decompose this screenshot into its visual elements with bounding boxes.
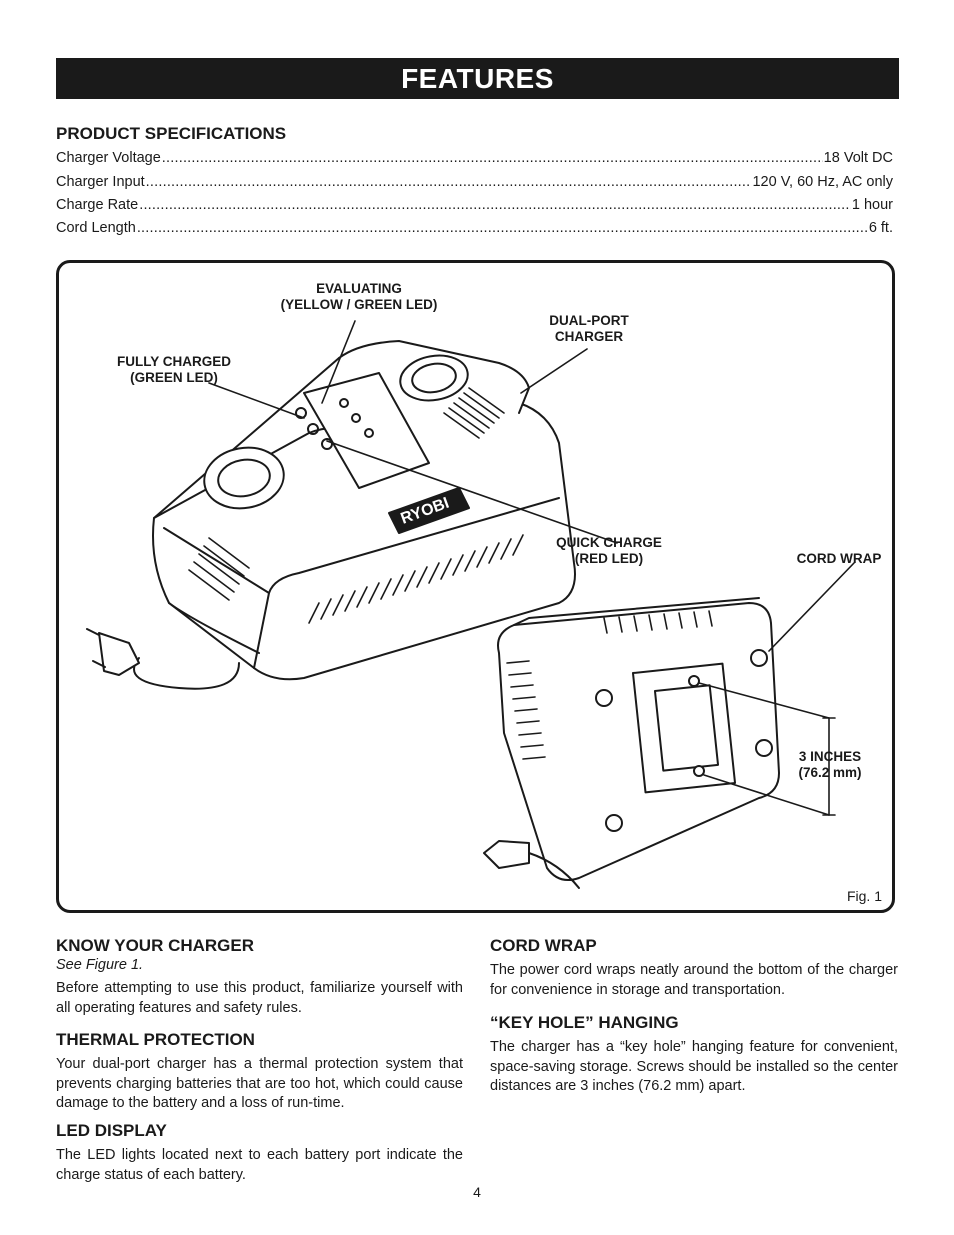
spec-row: Cord Length 6 ft. [56, 220, 893, 240]
figure-caption: Fig. 1 [846, 888, 882, 904]
leader-dual-port [520, 348, 588, 394]
spec-value: 6 ft. [868, 220, 893, 236]
callout-cord-wrap: CORD WRAP [794, 551, 884, 567]
leader-fully-charged [208, 382, 305, 419]
spec-value: 18 Volt DC [823, 150, 893, 166]
leader-evaluating [321, 320, 356, 404]
led-display-heading: LED DISPLAY [56, 1121, 167, 1140]
callout-line: DUAL-PORT [549, 313, 629, 328]
callout-line: 3 INCHES [798, 749, 862, 764]
charger-back-view [483, 597, 780, 889]
leader-keyhole-bottom [703, 774, 830, 816]
dot-leader [146, 174, 752, 190]
page-number: 4 [473, 1184, 481, 1200]
see-figure-note: See Figure 1. [56, 957, 144, 973]
figure-1: RYOBI [56, 260, 895, 913]
spec-row: Charger Voltage 18 Volt DC [56, 150, 893, 170]
spec-label: Charger Input [56, 174, 145, 190]
callout-line: (YELLOW / GREEN LED) [280, 297, 438, 312]
know-your-charger-heading: KNOW YOUR CHARGER [56, 936, 255, 955]
callout-line: FULLY CHARGED [116, 354, 231, 369]
callout-dual-port-charger: DUAL-PORT CHARGER [539, 313, 639, 345]
dot-leader [139, 197, 851, 213]
callout-fully-charged: FULLY CHARGED (GREEN LED) [114, 354, 234, 386]
cord-wrap-heading: CORD WRAP [490, 936, 597, 955]
callout-line: (GREEN LED) [130, 370, 218, 385]
led-display-text: The LED lights located next to each batt… [56, 1147, 463, 1183]
charger-illustration: RYOBI [86, 320, 855, 889]
spec-row: Charger Input 120 V, 60 Hz, AC only [56, 174, 893, 194]
leader-quick-charge [326, 440, 618, 544]
dot-leader [162, 150, 823, 166]
key-hole-hanging-text: The charger has a “key hole” hanging fea… [490, 1039, 898, 1094]
dual-port-charger-front-view: RYOBI [86, 340, 576, 690]
leader-cord-wrap [768, 562, 855, 652]
leader-keyhole-top [698, 682, 830, 719]
spec-label: Cord Length [56, 220, 136, 236]
spec-value: 1 hour [851, 197, 893, 213]
know-your-charger-text: Before attempting to use this product, f… [56, 980, 463, 1016]
dot-leader [137, 220, 868, 236]
callout-quick-charge: QUICK CHARGE (RED LED) [549, 535, 669, 567]
callout-evaluating: EVALUATING (YELLOW / GREEN LED) [269, 281, 449, 313]
spec-label: Charger Voltage [56, 150, 161, 166]
callout-line: CORD WRAP [796, 551, 882, 566]
spec-row: Charge Rate 1 hour [56, 197, 893, 217]
key-hole-hanging-heading: “KEY HOLE” HANGING [490, 1013, 679, 1032]
callout-line: (RED LED) [574, 551, 644, 566]
callout-line: CHARGER [554, 329, 624, 344]
callout-line: EVALUATING [316, 281, 402, 296]
specifications-heading: PRODUCT SPECIFICATIONS [56, 124, 287, 143]
callout-line: QUICK CHARGE [556, 535, 662, 550]
thermal-protection-heading: THERMAL PROTECTION [56, 1030, 255, 1049]
page-title: FEATURES [56, 58, 899, 99]
spec-label: Charge Rate [56, 197, 139, 213]
thermal-protection-text: Your dual-port charger has a thermal pro… [56, 1056, 463, 1111]
callout-line: (76.2 mm) [798, 765, 862, 780]
cord-wrap-text: The power cord wraps neatly around the b… [490, 962, 898, 998]
spec-value: 120 V, 60 Hz, AC only [752, 174, 893, 190]
callout-three-inches: 3 INCHES (76.2 mm) [787, 749, 873, 781]
